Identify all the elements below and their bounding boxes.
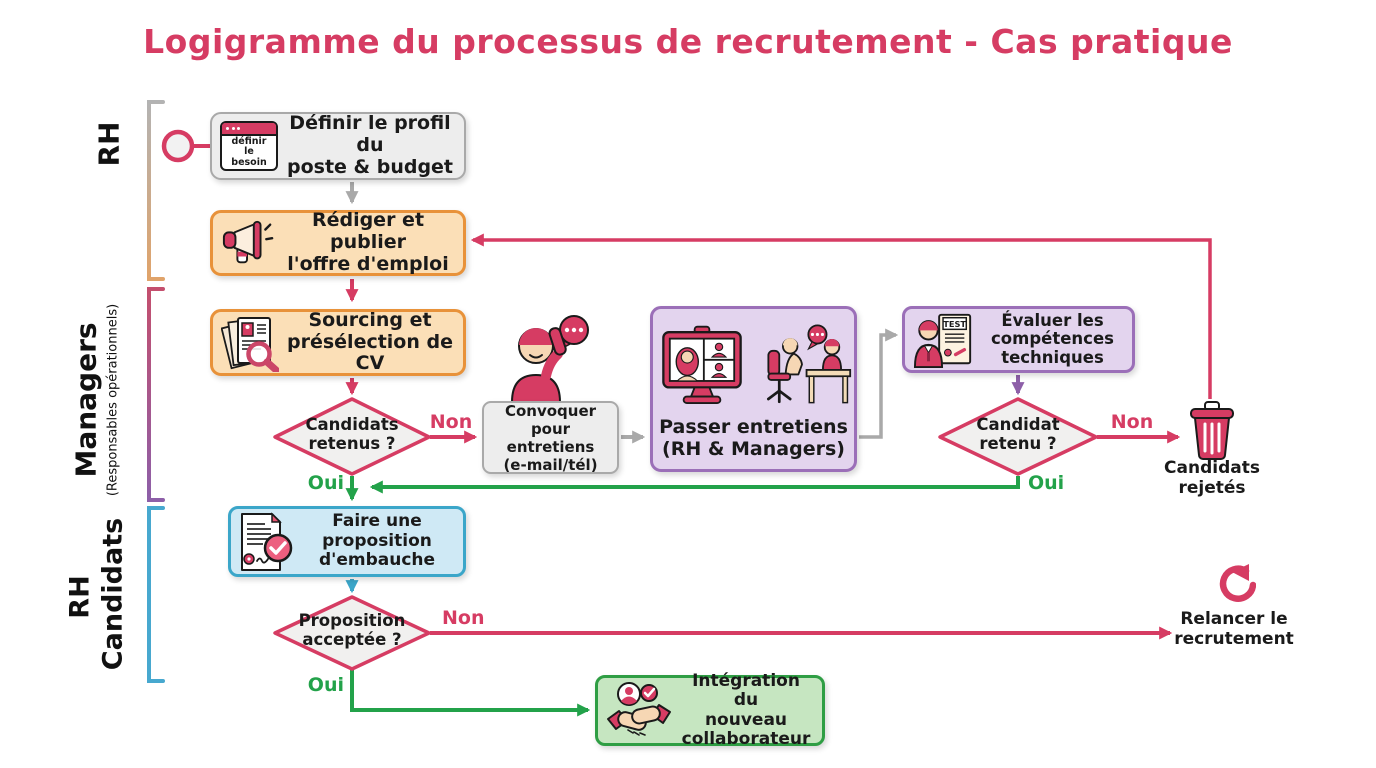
node-evaluer: TEST Évaluer les compétences techniques [902, 306, 1135, 373]
refresh-icon [1212, 562, 1257, 610]
start-circle [161, 129, 195, 163]
label-relancer: Relancer le recrutement [1174, 609, 1294, 650]
page-title: Logigramme du processus de recrutement -… [143, 22, 1233, 61]
video-call-icon [661, 326, 742, 405]
decision-label-candidat-retenu: Candidat retenu ? [976, 415, 1060, 453]
cv-magnifier-icon [221, 316, 279, 372]
lane-sublabel-managers: (Responsables opérationnels) [105, 303, 121, 497]
interview-desk-icon [766, 324, 851, 404]
arrow-loop-to-rediger [470, 233, 1212, 399]
person-phone-icon [500, 314, 596, 406]
edge-label-oui-2: Oui [1028, 472, 1065, 494]
decision-label-proposition-acceptee: Proposition acceptée ? [298, 611, 406, 649]
edge-label-oui-1: Oui [307, 472, 344, 494]
arrow-passer-to-evaluer [859, 328, 899, 439]
browser-window-icon: définir le besoin [220, 121, 278, 171]
node-passer-entretiens: Passer entretiens (RH & Managers) [650, 306, 857, 472]
node-integration: Intégration du nouveau collaborateur [595, 671, 825, 749]
label-candidats-rejetes: Candidats rejetés [1164, 458, 1260, 499]
node-label: Rédiger et publier l'offre d'emploi [287, 209, 449, 275]
node-rediger-offre: Rédiger et publier l'offre d'emploi [210, 209, 466, 276]
node-convoquer: Convoquer pour entretiens (e-mail/tél) [482, 401, 619, 474]
contract-check-icon [241, 511, 293, 571]
decision-candidat-retenu [938, 397, 1098, 476]
lane-bracket-rh [147, 100, 165, 281]
lane-bracket-rh-candidats [147, 506, 165, 683]
edge-label-non-1: Non [429, 411, 473, 433]
handshake-icon [607, 681, 671, 736]
node-definir-profil: définir le besoin Définir le profil du p… [210, 112, 466, 180]
lane-label-rh: RH [92, 121, 126, 167]
node-sourcing: Sourcing et présélection de CV [210, 309, 466, 376]
edge-label-non-2: Non [1110, 411, 1154, 433]
trash-icon [1186, 401, 1238, 465]
node-label: Passer entretiens (RH & Managers) [659, 416, 848, 461]
interview-icons [656, 323, 852, 415]
browser-icon-text: définir le besoin [231, 136, 267, 168]
node-label: Faire une proposition d'embauche [318, 511, 436, 571]
arrow-decision3-oui-to-integration [350, 670, 591, 717]
decision-label-candidats-retenus: Candidats retenus ? [305, 415, 399, 453]
browser-bar [222, 123, 276, 136]
node-label: Convoquer pour entretiens (e-mail/tél) [503, 401, 598, 474]
arrow-decision2-oui-to-proposition [369, 476, 1020, 494]
test-icon-text: TEST [943, 318, 966, 328]
node-label: Évaluer les compétences techniques [991, 310, 1114, 367]
node-label: Définir le profil du poste & budget [286, 112, 454, 178]
decision-proposition-acceptee [273, 595, 431, 671]
megaphone-icon [222, 220, 274, 264]
edge-label-oui-3: Oui [307, 674, 344, 696]
decision-candidats-retenus [273, 397, 431, 476]
lane-label-rh2: RH [64, 575, 96, 619]
lane-bracket-managers [147, 287, 165, 502]
lane-label-candidats: Candidats [97, 517, 129, 671]
test-sheet-icon: TEST [913, 313, 972, 368]
node-label: Sourcing et présélection de CV [287, 308, 453, 375]
edge-label-non-3: Non [442, 607, 485, 629]
node-proposition: Faire une proposition d'embauche [228, 506, 466, 577]
lane-label-managers: Managers [69, 322, 103, 478]
node-label: Intégration du nouveau collaborateur [681, 670, 811, 749]
